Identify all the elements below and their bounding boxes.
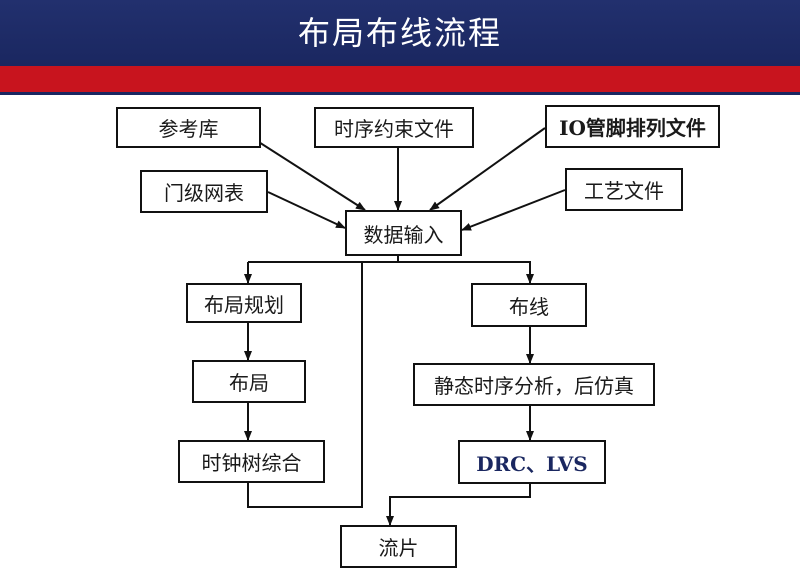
cts-box: 时钟树综合 bbox=[178, 440, 325, 483]
io-pin-file-box: IO管脚排列文件 bbox=[545, 105, 720, 148]
split-line bbox=[248, 256, 399, 263]
gate-netlist-box: 门级网表 bbox=[140, 170, 268, 213]
title-bar bbox=[0, 0, 800, 66]
routing-box: 布线 bbox=[471, 283, 587, 327]
page-title: 布局布线流程 bbox=[297, 14, 502, 52]
sta-box: 静态时序分析，后仿真 bbox=[413, 363, 655, 406]
reference-lib-box: 参考库 bbox=[116, 107, 261, 148]
arrow-io-pin-file bbox=[429, 127, 546, 211]
placement-box: 布局 bbox=[192, 360, 306, 403]
loop-back-line bbox=[247, 262, 363, 508]
arrow-to-tapeout bbox=[386, 484, 531, 526]
red-stripe bbox=[0, 66, 800, 92]
drc-lvs-box: DRC、LVS bbox=[458, 440, 606, 484]
stripe-divider bbox=[0, 92, 800, 95]
arrow-process-file bbox=[461, 189, 566, 231]
tapeout-box: 流片 bbox=[340, 525, 457, 568]
arrow-to-routing bbox=[398, 261, 534, 284]
timing-constraints-box: 时序约束文件 bbox=[314, 107, 474, 148]
process-file-box: 工艺文件 bbox=[565, 168, 683, 211]
data-input-box: 数据输入 bbox=[345, 210, 462, 256]
arrow-gate-netlist bbox=[267, 191, 346, 229]
floorplan-box: 布局规划 bbox=[186, 283, 302, 323]
